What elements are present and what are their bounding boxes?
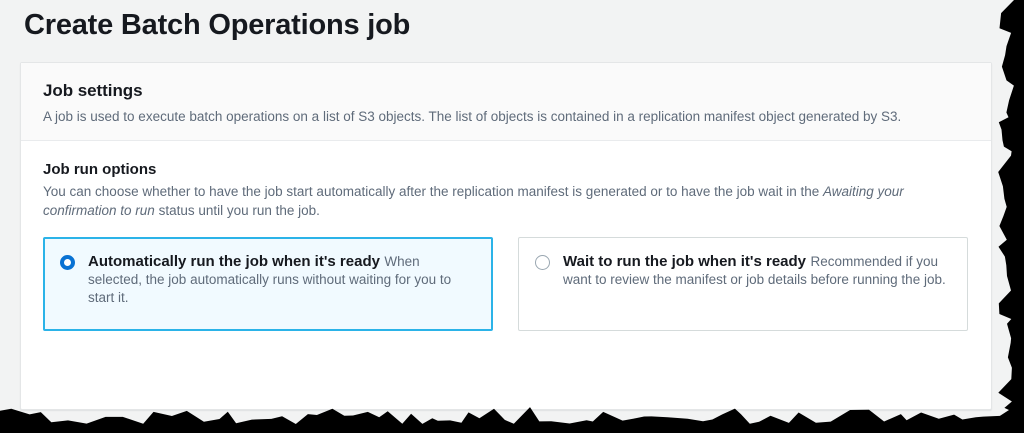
radio-unselected-icon[interactable] [535, 255, 550, 270]
page-surface: Create Batch Operations job Job settings… [0, 0, 1014, 424]
radio-tile-automatically-run[interactable]: Automatically run the job when it's read… [43, 237, 493, 331]
container-heading: Job settings [43, 81, 143, 100]
description-emphasis: Awaiting your confirmation to run [43, 184, 904, 218]
container-header: Job settings A job is used to execute ba… [21, 63, 991, 141]
description-text-part2: status until you run the job. [154, 203, 320, 218]
container-body: Job run options You can choose whether t… [21, 141, 991, 353]
description-text-part1: You can choose whether to have the job s… [43, 184, 823, 199]
job-run-options-label: Job run options [43, 161, 157, 178]
radio-selected-icon[interactable] [60, 255, 75, 270]
radio-tile-wait-to-run[interactable]: Wait to run the job when it's ready Reco… [518, 237, 968, 331]
job-run-options-radio-group: Automatically run the job when it's read… [43, 237, 969, 331]
radio-tile-description: Recommended if you want to review the ma… [563, 254, 946, 287]
radio-tile-title: Automatically run the job when it's read… [88, 253, 380, 270]
radio-tile-title: Wait to run the job when it's ready [563, 253, 807, 270]
job-settings-container: Job settings A job is used to execute ba… [20, 62, 992, 410]
page-title: Create Batch Operations job [24, 9, 411, 41]
job-run-options-description: You can choose whether to have the job s… [43, 182, 948, 220]
container-description: A job is used to execute batch operation… [43, 109, 902, 124]
radio-tile-description: When selected, the job automatically run… [88, 254, 452, 305]
